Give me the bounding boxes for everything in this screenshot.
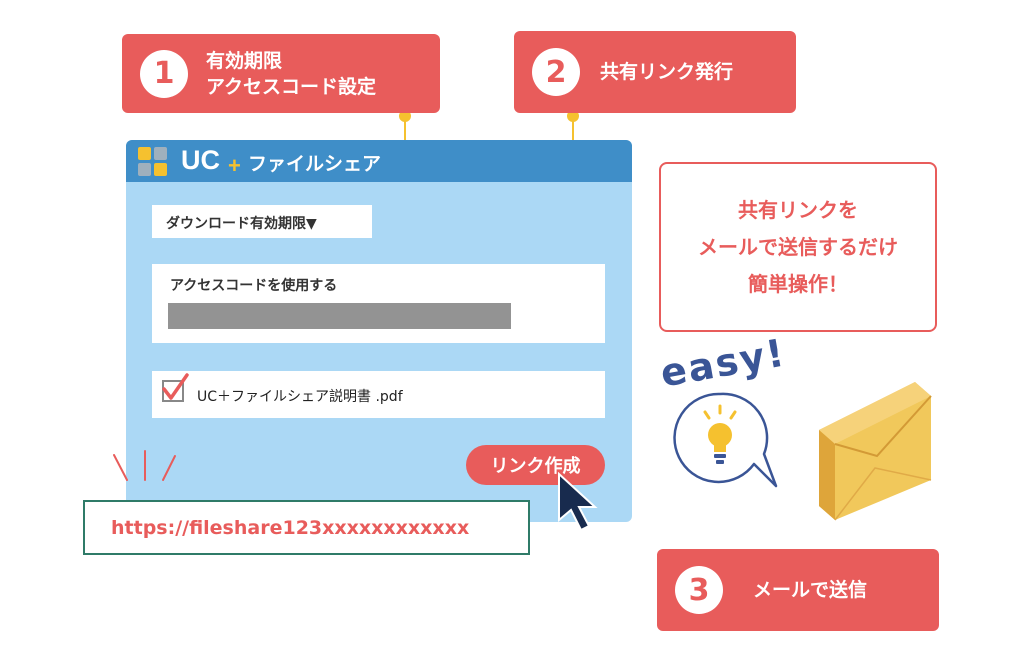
file-name: UC＋ファイルシェア説明書 .pdf — [197, 389, 403, 405]
message-box: 共有リンクを メールで送信するだけ 簡単操作！ — [659, 162, 937, 332]
envelope-icon — [819, 382, 932, 521]
logo-icon-part — [154, 147, 167, 160]
step-1-label-line-1: 有効期限 — [206, 49, 283, 72]
access-code-label: アクセスコードを使用する — [170, 278, 338, 294]
generated-url-box[interactable]: https://fileshare123xxxxxxxxxxxx — [83, 500, 530, 555]
step-1-callout: 1 有効期限 アクセスコード設定 — [122, 34, 440, 113]
step-number: 2 — [532, 48, 580, 96]
logo-icon — [138, 147, 151, 160]
lightbulb-bubble-icon — [673, 392, 778, 488]
window-title: ファイルシェア — [248, 153, 382, 175]
step-number: 3 — [675, 566, 723, 614]
step-3-callout: 3 メールで送信 — [657, 549, 939, 631]
step-2-callout: 2 共有リンク発行 — [514, 31, 796, 113]
message-line-2: メールで送信するだけ — [698, 234, 898, 259]
message-line-3: 簡単操作！ — [748, 271, 848, 296]
emphasis-lines-icon — [113, 450, 176, 481]
logo-icon-part — [138, 163, 151, 176]
window-header: UC + ファイルシェア — [126, 140, 632, 182]
create-link-button[interactable]: リンク作成 — [466, 445, 605, 485]
brand-plus: + — [228, 153, 241, 178]
logo-icon-part — [154, 163, 167, 176]
generated-url: https://fileshare123xxxxxxxxxxxx — [111, 516, 470, 539]
file-row: UC＋ファイルシェア説明書 .pdf — [152, 371, 605, 418]
message-line-1: 共有リンクを — [738, 197, 858, 222]
expiry-dropdown[interactable]: ダウンロード有効期限▼ — [152, 205, 372, 238]
access-code-field[interactable] — [168, 303, 511, 329]
step-1-label-line-2: アクセスコード設定 — [206, 75, 377, 98]
mouse-cursor-icon — [558, 472, 598, 532]
step-2-label: 共有リンク発行 — [600, 61, 734, 83]
brand-name: UC — [181, 145, 220, 175]
step-3-label: メールで送信 — [753, 579, 868, 601]
checkmark-icon — [162, 373, 189, 400]
expiry-label: ダウンロード有効期限▼ — [166, 216, 317, 232]
step-number: 1 — [140, 49, 188, 98]
